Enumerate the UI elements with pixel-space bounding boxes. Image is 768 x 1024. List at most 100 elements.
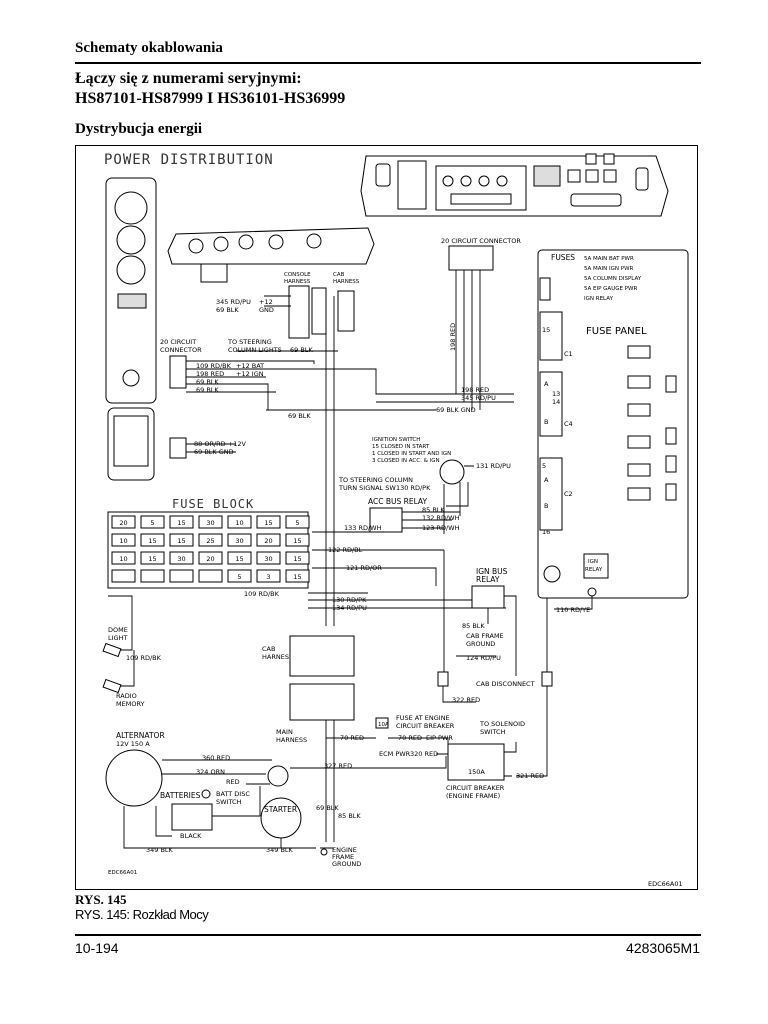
dome-light-label-2: LIGHT [108, 634, 127, 642]
fuse-engine-label-1: FUSE AT ENGINE [396, 714, 450, 722]
wire-85-blk-b: 85 BLK [462, 622, 485, 630]
fuse-panel-line-2: 5A MAIN IGN PWR [584, 266, 634, 272]
wire-109-rdbk-b: 109 RD/BK [244, 590, 280, 598]
section-title: Schematy okablowania [75, 40, 223, 56]
circuit-connector-top [448, 245, 494, 271]
wire-324-orn: 324 ORN [196, 768, 225, 776]
wire-132-rdwh: 132 RD/WH [422, 514, 460, 522]
fuse-rating: 10 [235, 519, 243, 527]
fuse-slot [140, 569, 165, 583]
fuse-label-5: 5 [542, 462, 546, 470]
wire-349-blk-b: 349 BLK [266, 846, 294, 854]
alternator-label-2: 12V 150 A [116, 740, 150, 748]
ign-bus-relay [471, 585, 505, 609]
fuse-slot [198, 533, 223, 547]
engine-frame-ground [320, 848, 328, 856]
wire-198-red: 198 RED [196, 370, 224, 378]
wire-69-blk-c: 69 BLK [290, 346, 313, 354]
cab-frame-ground-1: CAB FRAME [466, 632, 504, 640]
engine-ground-label-3: GROUND [332, 860, 361, 868]
turn-signal-label-2: TURN SIGNAL SW [338, 484, 396, 492]
fuse-slot [256, 533, 281, 547]
harness-plug [311, 287, 327, 335]
radio-memory-label-2: MEMORY [116, 700, 145, 708]
fuse-panel-line-4: 5A EIP GAUGE PWR [584, 286, 637, 292]
console-harness-label-2: HARNESS [284, 279, 311, 285]
fuse-label-a2: A [544, 476, 549, 484]
cab-disconnect-label: CAB DISCONNECT [476, 680, 535, 688]
circuit-connector-left-1: 20 CIRCUIT [160, 338, 196, 346]
circuit-connector-top-label: 20 CIRCUIT CONNECTOR [441, 237, 521, 245]
wire-plus12-bat: +12 BAT [236, 362, 264, 370]
fuse-panel-label: FUSE PANEL [586, 326, 647, 337]
cab-disconnect-right [541, 671, 553, 687]
wire-322-red: 322 RED [452, 696, 480, 704]
diagram-code-left: EDC66A01 [108, 870, 137, 876]
fuse-label-14: 14 [552, 398, 560, 406]
fuse-label-a1: A [544, 380, 549, 388]
circuit-connector-left-2: CONNECTOR [160, 346, 202, 354]
wire-black: BLACK [180, 832, 202, 840]
header-rule [75, 62, 701, 64]
orrd-connector [169, 437, 187, 459]
fuse-rating: 15 [177, 519, 185, 527]
fuse-slot [140, 533, 165, 547]
wire-321-red: 321 RED [516, 772, 544, 780]
wire-130-rdpk: 130 RD/PK [396, 484, 431, 492]
cab-harness-mid-label-1: CAB [262, 645, 275, 653]
starter [260, 797, 302, 839]
fuse-slot [111, 515, 136, 529]
figure-caption: RYS. 145: Rozkład Mocy [75, 907, 209, 922]
to-solenoid-label-1: TO SOLENOID [479, 720, 525, 728]
wire-109-rdbk: 109 RD/BK [196, 362, 232, 370]
ign-relay [583, 553, 609, 579]
wiring-diagram: POWER DISTRIBUTION 20 CIRCUIT CONNECTOR [102, 152, 689, 888]
fuse-rating: 30 [206, 519, 214, 527]
dome-light [102, 642, 122, 658]
radio-memory-label-1: RADIO [116, 692, 137, 700]
footer-rule [75, 934, 701, 936]
fuse-rating: 15 [148, 537, 156, 545]
circuit-breaker-label-2: (ENGINE FRAME) [446, 792, 500, 800]
ignition-switch-label: IGNITION SWITCH [372, 437, 420, 443]
fuse-slot [169, 569, 194, 583]
fuse-slot [111, 533, 136, 547]
fuse-rating: 5 [295, 519, 299, 527]
engine-ground-label-2: FRAME [332, 853, 354, 861]
wire-320-red: 320 RED [410, 750, 438, 758]
wire-327-red: 327 RED [324, 762, 352, 770]
fuse-label-15: 15 [542, 326, 550, 334]
fuse-label-c2: C2 [564, 490, 573, 498]
fuse-rating: 15 [148, 555, 156, 563]
main-harness-label-2: HARNESS [276, 736, 307, 744]
alternator-label-1: ALTERNATOR [116, 731, 165, 740]
wire-198-red-right: 198 RED [461, 386, 489, 394]
wire-69-blk-b: 69 BLK [196, 386, 219, 394]
fuse-slot [140, 515, 165, 529]
fuse-label-b1: B [544, 418, 548, 426]
fuse-rating: 15 [264, 519, 272, 527]
figure-number: RYS. 145 [75, 892, 127, 907]
console-harness-label-1: CONSOLE [284, 272, 311, 278]
ign-relay-label-2: RELAY [585, 567, 603, 573]
wire-110-rdye: 110 RD/YE [556, 606, 590, 614]
wire-plus12-ign: +12 IGN [236, 370, 264, 378]
fuse-slot [111, 569, 136, 583]
cab-harness-top-label-1: CAB [333, 272, 345, 278]
batteries-label: BATTERIES [160, 791, 201, 800]
wire-85-blk-c: 85 BLK [338, 812, 361, 820]
fuse-slot [285, 515, 310, 529]
wire-red-label: RED [226, 778, 240, 786]
fuse-rating: 15 [235, 555, 243, 563]
wire-345-top: 345 RD/PU [216, 298, 251, 306]
fuse-rating: 15 [293, 537, 301, 545]
acc-bus-relay-label: ACC BUS RELAY [368, 497, 427, 506]
starter-solenoid [267, 765, 289, 787]
cab-harness-mid-label-2: HARNESS [262, 653, 293, 661]
wire-345-rdpu-right: 345 RD/PU [461, 394, 496, 402]
cab-harness-top-connector [337, 290, 355, 332]
wire-69-blk-d: 69 BLK [288, 412, 311, 420]
wire-131-rdpu: 131 RD/PU [476, 462, 511, 470]
ecm-pwr-label: ECM PWR [379, 750, 411, 758]
ign-bus-relay-label-2: RELAY [476, 575, 500, 584]
